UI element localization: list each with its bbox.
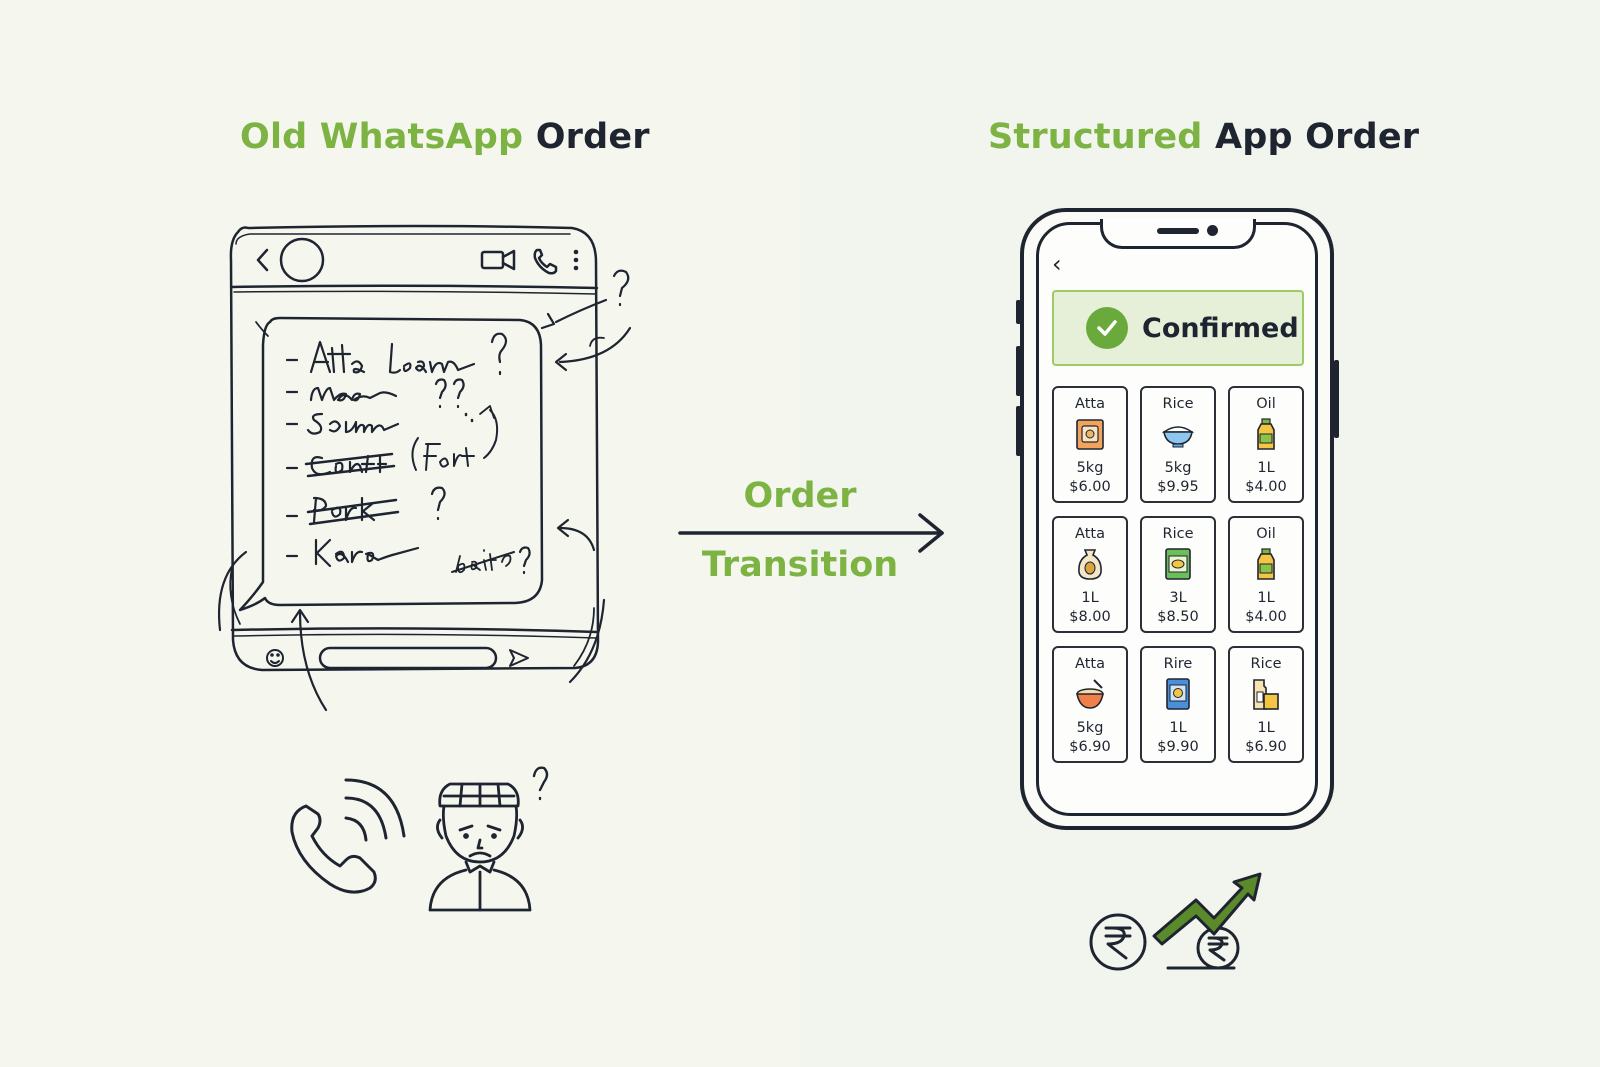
product-card[interactable]: Atta 1L $8.00	[1052, 516, 1128, 633]
packet-icon	[1160, 676, 1196, 712]
flour-sack-icon	[1072, 416, 1108, 452]
title-right-dark: App Order	[1214, 117, 1420, 157]
product-quantity: 1L	[1257, 720, 1275, 736]
product-card[interactable]: Oil 1L $4.00	[1228, 386, 1304, 503]
rice-bowl-icon	[1160, 416, 1196, 452]
product-name: Oil	[1256, 396, 1276, 412]
title-left-dark: Order	[535, 117, 650, 157]
sketch-bait-note	[451, 549, 515, 574]
product-quantity: 5kg	[1076, 720, 1104, 736]
old-whatsapp-title: Old WhatsApp Order	[240, 117, 650, 157]
product-name: Rice	[1162, 396, 1194, 412]
flour-bowl-icon	[1072, 676, 1108, 712]
sketch-call-icon	[533, 248, 558, 275]
phone-notch	[1100, 219, 1256, 249]
product-price: $8.50	[1157, 609, 1199, 625]
product-name: Oil	[1256, 526, 1276, 542]
checkmark-icon	[1086, 307, 1128, 349]
structured-app-title: Structured App Order	[988, 117, 1419, 157]
phone-side-button	[1016, 406, 1021, 456]
product-quantity: 3L	[1169, 590, 1187, 606]
transition-label-transition: Transition	[701, 545, 899, 585]
product-price: $4.00	[1245, 609, 1287, 625]
carton-icon	[1248, 676, 1284, 712]
product-price: $6.90	[1245, 739, 1287, 755]
product-quantity: 5kg	[1164, 460, 1192, 476]
rice-packet-icon	[1160, 546, 1196, 582]
product-name: Rice	[1250, 656, 1282, 672]
product-card[interactable]: Oil 1L $4.00	[1228, 516, 1304, 633]
sketch-handwritten-list	[285, 340, 476, 568]
phone-call-icon	[290, 778, 406, 894]
product-quantity: 1L	[1257, 590, 1275, 606]
product-quantity: 1L	[1169, 720, 1187, 736]
status-label: Confirmed	[1142, 312, 1299, 344]
product-quantity: 1L	[1257, 460, 1275, 476]
grain-bag-icon	[1072, 546, 1108, 582]
sketch-emoji-icon	[266, 649, 284, 667]
sketch-chat-bubble	[238, 316, 544, 612]
confused-shopkeeper-icon	[428, 766, 549, 912]
sketch-message-input	[318, 646, 498, 670]
sketch-back-icon	[256, 248, 269, 272]
title-right-accent: Structured	[988, 117, 1203, 157]
product-card[interactable]: Rire 1L $9.90	[1140, 646, 1216, 763]
transition-label-order: Order	[743, 476, 857, 516]
phone-side-button	[1016, 300, 1021, 324]
product-quantity: 1L	[1081, 590, 1099, 606]
product-card[interactable]: Rice 3L $8.50	[1140, 516, 1216, 633]
product-name: Rire	[1163, 656, 1193, 672]
product-price: $9.90	[1157, 739, 1199, 755]
product-name: Atta	[1075, 656, 1105, 672]
product-price: $9.95	[1157, 479, 1199, 495]
product-card[interactable]: Rice 1L $6.90	[1228, 646, 1304, 763]
product-price: $4.00	[1245, 479, 1287, 495]
product-name: Atta	[1075, 396, 1105, 412]
sketch-question-marks	[430, 269, 630, 575]
oil-bottle-icon	[1248, 416, 1284, 452]
sketch-phone-frame	[229, 224, 600, 672]
sketch-header-divider	[230, 284, 599, 290]
phone-side-button	[1016, 346, 1021, 396]
sketch-avatar	[279, 237, 325, 283]
sketch-send-icon	[509, 649, 529, 667]
product-price: $8.00	[1069, 609, 1111, 625]
product-name: Atta	[1075, 526, 1105, 542]
order-status-banner: Confirmed	[1052, 290, 1304, 366]
product-card[interactable]: Rice 5kg $9.95	[1140, 386, 1216, 503]
product-card[interactable]: Atta 5kg $6.00	[1052, 386, 1128, 503]
sketch-arrows	[218, 298, 632, 712]
sketch-more-icon	[573, 249, 579, 271]
sketch-fart-note	[411, 405, 499, 471]
whatsapp-sketch	[218, 224, 632, 912]
product-quantity: 5kg	[1076, 460, 1104, 476]
product-name: Rice	[1162, 526, 1194, 542]
sketch-video-icon	[480, 249, 516, 271]
phone-camera	[1207, 225, 1218, 236]
phone-side-button	[1334, 360, 1339, 438]
title-left-accent: Old WhatsApp	[240, 117, 524, 157]
sketch-input-divider	[230, 627, 599, 634]
phone-speaker	[1157, 228, 1199, 234]
oil-bottle-icon	[1248, 546, 1284, 582]
product-price: $6.90	[1069, 739, 1111, 755]
product-price: $6.00	[1069, 479, 1111, 495]
product-card[interactable]: Atta 5kg $6.90	[1052, 646, 1128, 763]
back-chevron-icon[interactable]: ‹	[1052, 250, 1062, 278]
